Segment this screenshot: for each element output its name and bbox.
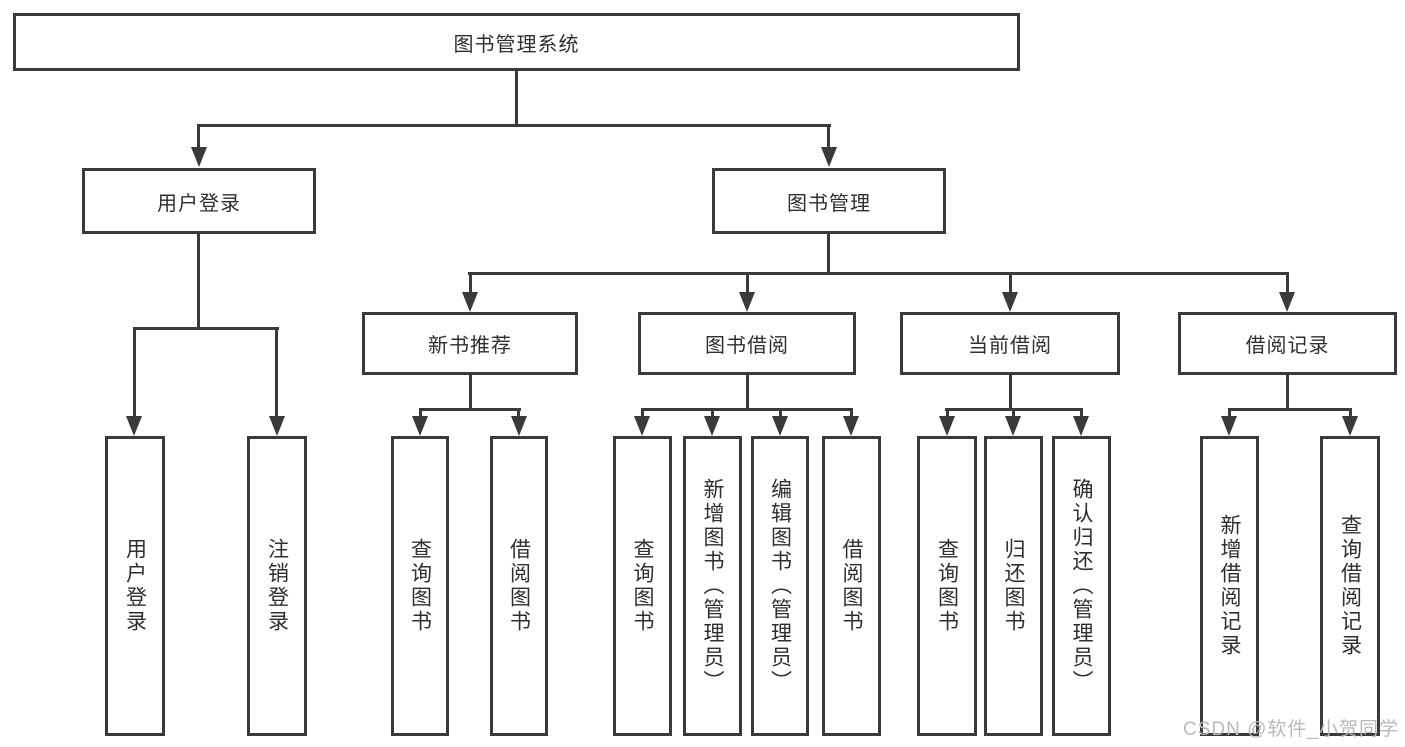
arrowhead-down-icon — [462, 292, 478, 312]
leaf-query-books-recommend-label: 查询图书 — [408, 538, 432, 634]
node-user-login: 用户登录 — [82, 168, 316, 234]
connector-segment — [746, 375, 749, 408]
arrowhead-down-icon — [191, 147, 207, 167]
connector-segment — [419, 408, 422, 418]
leaf-borrow-books-recommend-label: 借阅图书 — [507, 538, 531, 634]
leaf-return-book-label: 归还图书 — [1002, 538, 1026, 634]
node-borrowing-records: 借阅记录 — [1178, 312, 1397, 375]
node-current-borrowing-label: 当前借阅 — [968, 335, 1052, 357]
node-root-label: 图书管理系统 — [453, 33, 580, 56]
arrowhead-down-icon — [821, 147, 837, 167]
arrowhead-down-icon — [1221, 416, 1237, 436]
leaf-borrow-books-recommend: 借阅图书 — [490, 436, 548, 736]
connector-segment — [1286, 272, 1289, 294]
leaf-user-login-label: 用户登录 — [123, 538, 147, 634]
leaf-query-books-current: 查询图书 — [917, 436, 977, 736]
connector-segment — [827, 234, 830, 272]
leaf-confirm-return-admin-label: 确认归还（管理员） — [1070, 478, 1094, 694]
arrowhead-down-icon — [269, 416, 285, 436]
arrowhead-down-icon — [126, 416, 142, 436]
connector-segment — [1228, 408, 1231, 418]
connector-segment — [946, 408, 949, 418]
csdn-watermark: CSDN @软件_小贺同学 — [1183, 719, 1399, 740]
leaf-query-books-current-label: 查询图书 — [935, 538, 959, 634]
arrowhead-down-icon — [1002, 292, 1018, 312]
node-book-management: 图书管理 — [712, 168, 946, 234]
leaf-query-books-borrowing: 查询图书 — [613, 436, 672, 736]
connector-segment — [850, 408, 853, 418]
arrowhead-down-icon — [1005, 416, 1021, 436]
leaf-query-books-borrowing-label: 查询图书 — [631, 538, 655, 634]
connector-segment — [419, 408, 521, 411]
leaf-query-borrow-record: 查询借阅记录 — [1320, 436, 1380, 736]
arrowhead-down-icon — [634, 416, 650, 436]
connector-segment — [1009, 375, 1012, 408]
node-root-library-system: 图书管理系统 — [13, 13, 1020, 71]
node-borrowing-records-label: 借阅记录 — [1245, 335, 1330, 357]
connector-segment — [197, 124, 831, 127]
leaf-add-book-admin-label: 新增图书（管理员） — [701, 478, 725, 694]
leaf-add-borrow-record: 新增借阅记录 — [1200, 436, 1259, 736]
arrowhead-down-icon — [511, 416, 527, 436]
arrowhead-down-icon — [704, 416, 720, 436]
connector-segment — [197, 234, 200, 327]
arrowhead-down-icon — [939, 416, 955, 436]
connector-segment — [827, 124, 830, 150]
node-current-borrowing: 当前借阅 — [900, 312, 1120, 375]
connector-segment — [1286, 375, 1289, 408]
node-new-book-recommend: 新书推荐 — [362, 312, 578, 375]
leaf-return-book: 归还图书 — [984, 436, 1043, 736]
connector-segment — [133, 327, 279, 330]
connector-segment — [469, 272, 472, 294]
leaf-add-book-admin: 新增图书（管理员） — [683, 436, 742, 736]
node-book-management-label: 图书管理 — [787, 192, 871, 215]
connector-segment — [1009, 272, 1012, 294]
connector-segment — [517, 408, 520, 418]
connector-segment — [711, 408, 714, 418]
leaf-add-borrow-record-label: 新增借阅记录 — [1218, 514, 1242, 658]
node-book-borrowing: 图书借阅 — [638, 312, 856, 375]
connector-segment — [1080, 408, 1083, 418]
node-book-borrowing-label: 图书借阅 — [705, 335, 789, 357]
connector-segment — [641, 408, 644, 418]
leaf-logout-label: 注销登录 — [265, 538, 289, 634]
connector-segment — [641, 408, 853, 411]
connector-segment — [133, 327, 136, 417]
arrowhead-down-icon — [412, 416, 428, 436]
connector-segment — [515, 71, 518, 124]
connector-segment — [469, 375, 472, 408]
arrowhead-down-icon — [843, 416, 859, 436]
leaf-edit-book-admin: 编辑图书（管理员） — [751, 436, 809, 736]
connector-segment — [779, 408, 782, 418]
arrowhead-down-icon — [1073, 416, 1089, 436]
connector-segment — [468, 272, 1289, 275]
arrowhead-down-icon — [739, 292, 755, 312]
leaf-borrow-books: 借阅图书 — [822, 436, 881, 736]
connector-segment — [1349, 408, 1352, 418]
node-new-book-recommend-label: 新书推荐 — [428, 335, 512, 357]
leaf-logout: 注销登录 — [247, 436, 307, 736]
connector-segment — [275, 327, 278, 417]
connector-segment — [1228, 408, 1351, 411]
leaf-edit-book-admin-label: 编辑图书（管理员） — [768, 478, 792, 694]
arrowhead-down-icon — [772, 416, 788, 436]
leaf-borrow-books-label: 借阅图书 — [840, 538, 864, 634]
leaf-user-login: 用户登录 — [105, 436, 165, 736]
leaf-query-books-recommend: 查询图书 — [391, 436, 449, 736]
leaf-query-borrow-record-label: 查询借阅记录 — [1338, 514, 1362, 658]
connector-segment — [746, 272, 749, 294]
arrowhead-down-icon — [1279, 292, 1295, 312]
connector-segment — [197, 124, 200, 150]
arrowhead-down-icon — [1342, 416, 1358, 436]
connector-segment — [1012, 408, 1015, 418]
node-user-login-label: 用户登录 — [157, 192, 241, 215]
leaf-confirm-return-admin: 确认归还（管理员） — [1052, 436, 1111, 736]
